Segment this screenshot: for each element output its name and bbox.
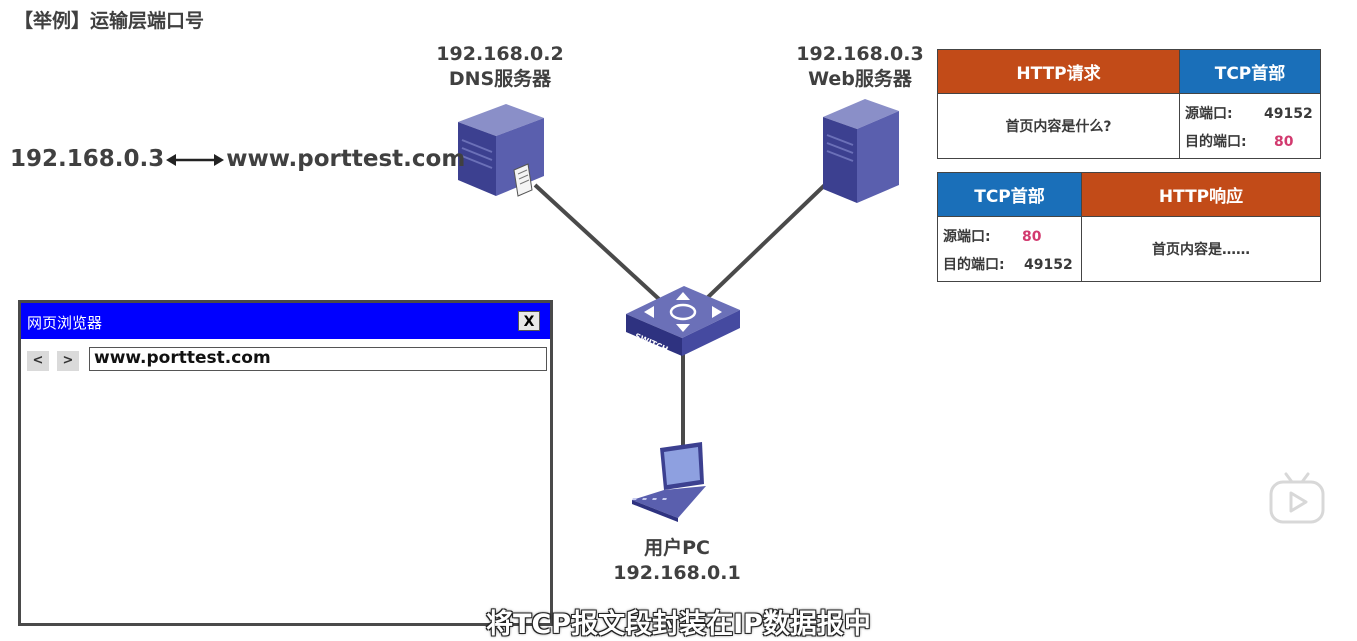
double-arrow-icon (166, 153, 225, 166)
request-packet: HTTP请求 TCP首部 首页内容是什么? 源端口: 49152 目的端口: 80 (937, 49, 1321, 159)
play-icon[interactable] (1268, 470, 1326, 526)
web-server-name: Web服务器 (808, 68, 912, 90)
dns-mapping: 192.168.0.3 www.porttest.com (10, 146, 465, 172)
pc-ip: 192.168.0.1 (613, 562, 741, 584)
web-server-icon (823, 99, 899, 203)
dns-server-ip: 192.168.0.2 (436, 43, 564, 65)
laptop-icon (632, 442, 706, 522)
request-tcp-header: TCP首部 (1179, 50, 1320, 93)
browser-title: 网页浏览器 (27, 314, 103, 332)
request-http-header: HTTP请求 (938, 50, 1179, 93)
dns-server-name: DNS服务器 (448, 68, 552, 90)
switch-icon: SWITCH (626, 286, 740, 356)
response-src-port: 80 (1022, 229, 1042, 245)
mapping-ip: 192.168.0.3 (10, 146, 165, 172)
dns-server-icon (458, 104, 544, 197)
response-dst-port: 49152 (1024, 257, 1073, 273)
mapping-domain: www.porttest.com (226, 146, 466, 172)
page-title: 【举例】运输层端口号 (14, 10, 205, 32)
browser-title-bar[interactable]: 网页浏览器 X (21, 303, 550, 339)
response-src-port-label: 源端口: (943, 229, 991, 245)
response-tcp-header: TCP首部 (938, 173, 1081, 216)
browser-window: 网页浏览器 X < > www.porttest.com (18, 300, 553, 626)
web-server-label: 192.168.0.3 Web服务器 (780, 42, 940, 92)
request-dst-port: 80 (1274, 134, 1294, 150)
response-http-header: HTTP响应 (1081, 173, 1320, 216)
link-dns-switch (533, 183, 662, 302)
url-input[interactable]: www.porttest.com (89, 347, 547, 371)
dns-server-label: 192.168.0.2 DNS服务器 (420, 42, 580, 92)
response-tcp-ports: 源端口: 80 目的端口: 49152 (938, 216, 1081, 281)
request-tcp-ports: 源端口: 49152 目的端口: 80 (1179, 93, 1320, 158)
response-content: 首页内容是…… (1081, 216, 1320, 281)
request-content: 首页内容是什么? (938, 93, 1179, 158)
pc-name: 用户PC (644, 537, 710, 559)
link-web-switch (703, 178, 832, 302)
request-src-port-label: 源端口: (1185, 106, 1233, 122)
web-server-ip: 192.168.0.3 (796, 43, 924, 65)
subtitle-caption: 将TCP报文段封装在IP数据报中 (486, 609, 871, 640)
pc-label: 用户PC 192.168.0.1 (597, 536, 757, 586)
response-dst-port-label: 目的端口: (943, 257, 1005, 273)
close-button[interactable]: X (518, 311, 540, 331)
forward-button[interactable]: > (57, 351, 79, 371)
request-dst-port-label: 目的端口: (1185, 134, 1247, 150)
response-packet: TCP首部 HTTP响应 源端口: 80 目的端口: 49152 首页内容是…… (937, 172, 1321, 282)
request-src-port: 49152 (1264, 106, 1313, 122)
back-button[interactable]: < (27, 351, 49, 371)
